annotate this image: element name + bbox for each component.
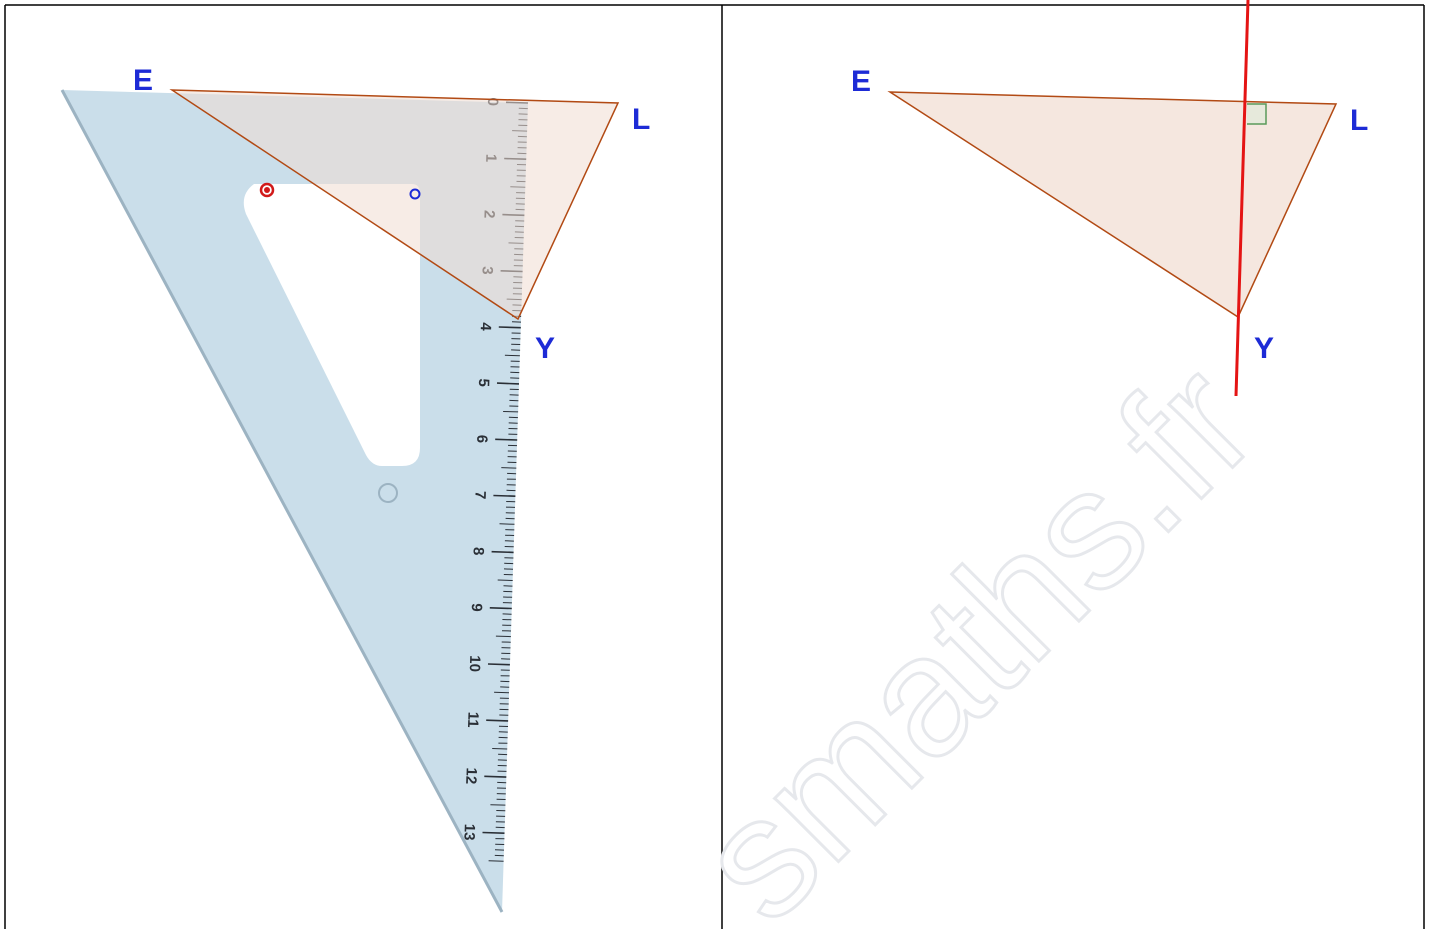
set-square-rivet [378,483,398,503]
ruler-tick [486,719,509,722]
ruler-tick [488,860,504,862]
ruler-tick [499,523,515,525]
label-Y: Y [1254,332,1274,365]
red-point-marker [259,182,275,198]
right-angle-marker [1247,103,1267,125]
label-Y: Y [535,332,555,365]
left-panel: 012345678910111213 E L Y [60,64,650,913]
ruler-number: 12 [462,767,480,784]
label-L: L [632,103,650,136]
ruler-tick [494,691,510,694]
ruler-tick [484,775,507,778]
ruler-tick [493,494,516,497]
ruler-number: 9 [468,603,485,612]
ruler-number: 11 [464,712,481,728]
ruler-tick [489,607,512,610]
ruler-tick [504,354,520,357]
set-square: 012345678910111213 [60,89,529,913]
ruler-number: 4 [477,322,494,332]
ruler-number: 5 [475,378,492,387]
ruler-tick [501,467,517,469]
ruler-tick [495,438,518,441]
ruler-number: 8 [470,547,487,556]
set-square-cutout [243,184,420,466]
watermark: smaths.fr [662,328,1291,929]
triangle-ELY [887,91,1338,319]
ruler-number: 10 [466,655,484,672]
right-panel: E L Y [851,0,1368,397]
triangle-ELY [169,89,620,321]
label-E: E [851,65,871,98]
ruler-number: 6 [473,434,490,443]
label-E: E [133,64,153,97]
ruler-tick [487,663,510,666]
blue-point-marker [409,188,421,200]
ruler-tick [491,550,514,554]
ruler-tick [495,635,511,638]
ruler-tick [482,831,505,834]
ruler-tick [496,382,520,385]
red-point-marker-center [264,187,270,193]
ruler-tick [492,748,508,750]
ruler-tick [498,326,521,329]
label-L: L [1350,104,1368,137]
right-angle-square [1247,103,1267,125]
ruler-number: 7 [471,491,488,500]
table-borders [4,4,1425,929]
perpendicular-line [1234,0,1250,397]
ruler-number: 13 [460,824,478,841]
ruler-tick [497,579,513,581]
set-square-hypotenuse-edge [60,89,504,913]
